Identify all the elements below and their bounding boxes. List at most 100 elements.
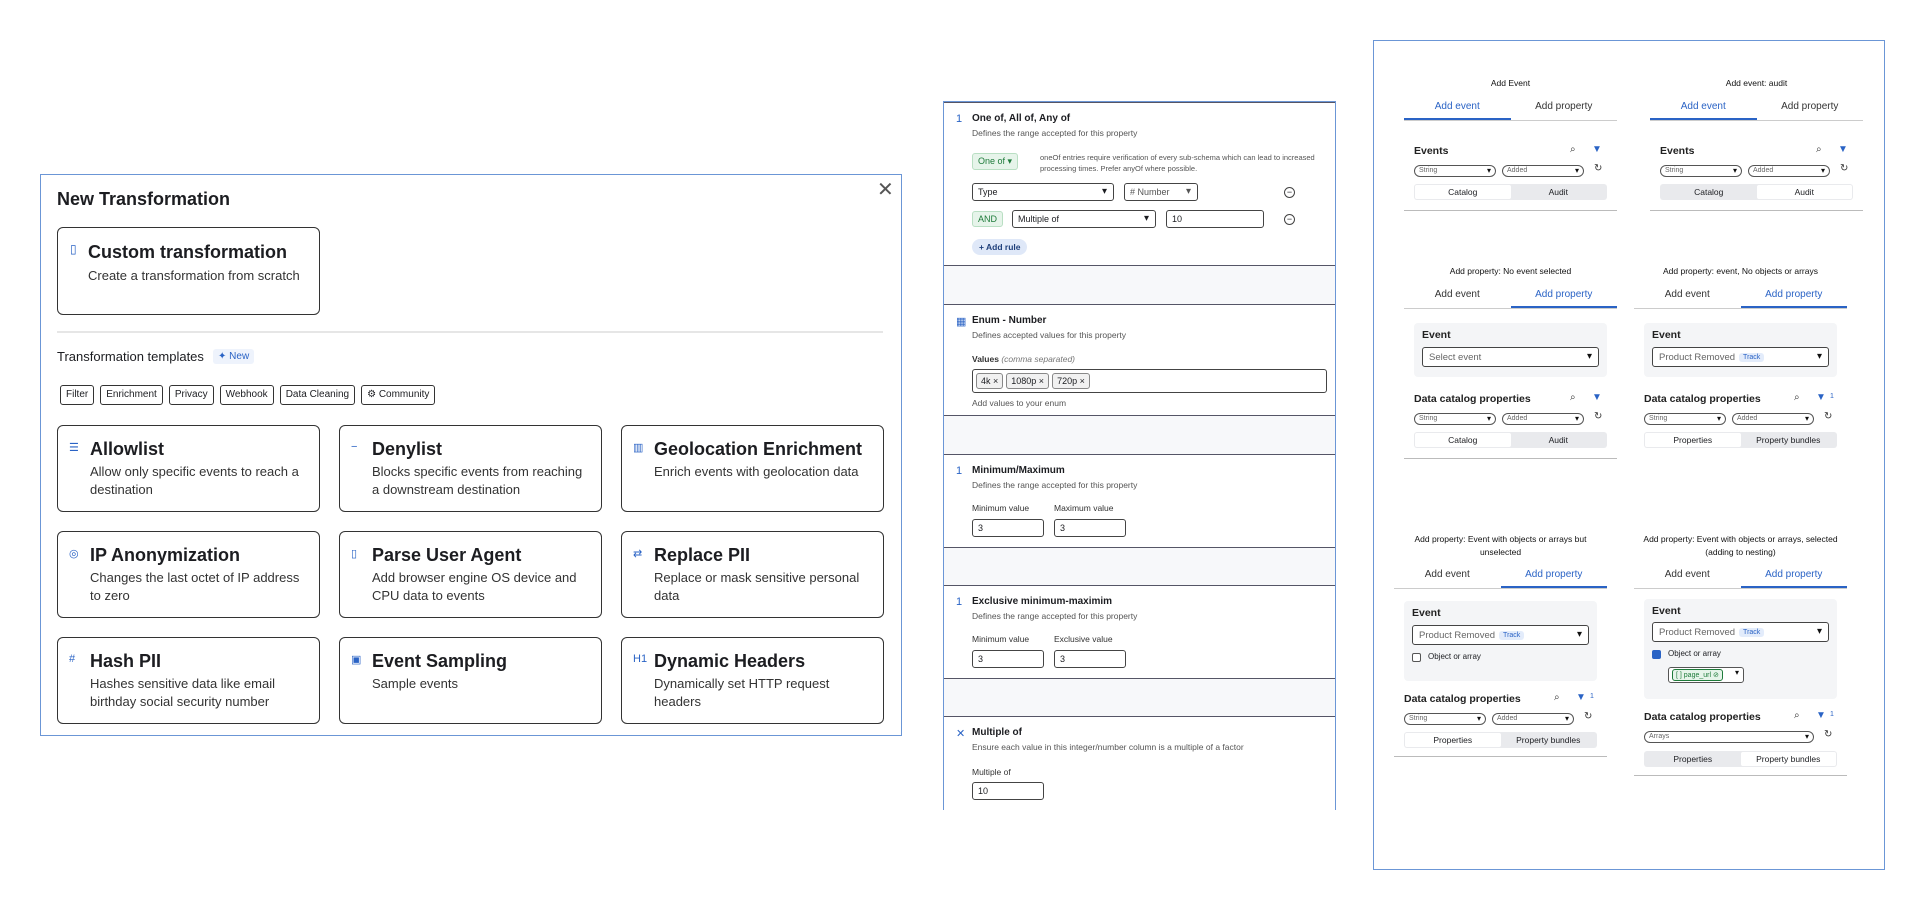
filter-icon[interactable]: ▼ <box>1816 710 1826 721</box>
enum-tag[interactable]: 720p × <box>1052 373 1090 389</box>
refresh-icon[interactable]: ↻ <box>1824 729 1833 740</box>
tab-add-event[interactable]: Add event <box>1664 569 1710 580</box>
string-select[interactable]: String <box>1404 713 1486 725</box>
chip-filter[interactable]: Filter <box>60 385 95 405</box>
seg-audit[interactable]: Audit <box>1548 435 1568 445</box>
multiple-of-select[interactable]: Multiple of <box>1012 210 1156 228</box>
filter-icon[interactable]: ▼ <box>1576 692 1586 703</box>
number-select[interactable]: # Number <box>1124 183 1198 201</box>
object-checkbox[interactable] <box>1652 650 1661 659</box>
refresh-icon[interactable]: ↻ <box>1824 411 1833 422</box>
refresh-icon[interactable]: ↻ <box>1594 411 1603 422</box>
type-select[interactable]: Type <box>972 183 1114 201</box>
added-select[interactable]: Added <box>1732 413 1814 425</box>
page-url-tag[interactable]: [ ] page_url ⊘ <box>1672 669 1723 681</box>
enum-values-input[interactable]: 4k ×1080p ×720p × <box>972 369 1327 393</box>
object-checkbox[interactable] <box>1412 653 1421 662</box>
seg-property-bundles[interactable]: Property bundles <box>1516 735 1581 745</box>
chip-community[interactable]: ⚙ Community <box>361 385 436 405</box>
added-select[interactable]: Added <box>1502 413 1584 425</box>
remove-icon[interactable]: − <box>1284 187 1295 198</box>
refresh-icon[interactable]: ↻ <box>1594 163 1603 174</box>
chip-enrichment[interactable]: Enrichment <box>100 385 163 405</box>
tab-add-event[interactable]: Add event <box>1650 95 1757 120</box>
min-input[interactable]: 3 <box>972 650 1044 668</box>
arrays-select[interactable]: Arrays <box>1644 731 1814 743</box>
chip-data-cleaning[interactable]: Data Cleaning <box>279 385 356 405</box>
chip-privacy[interactable]: Privacy <box>168 385 214 405</box>
tab-add-property[interactable]: Add property <box>1740 283 1847 308</box>
added-select[interactable]: Added <box>1748 165 1830 177</box>
string-select[interactable]: String <box>1414 413 1496 425</box>
track-badge: Track <box>1499 630 1525 640</box>
seg-properties[interactable]: Properties <box>1673 754 1713 764</box>
filter-icon[interactable]: ▼ <box>1838 144 1848 155</box>
oneof-dropdown[interactable]: One of ▾ <box>972 153 1019 170</box>
tab-add-property[interactable]: Add property <box>1500 563 1607 588</box>
string-select[interactable]: String <box>1644 413 1726 425</box>
enum-tag[interactable]: 1080p × <box>1006 373 1050 389</box>
seg-properties[interactable]: Properties <box>1405 733 1501 747</box>
added-select[interactable]: Added <box>1492 713 1574 725</box>
string-select[interactable]: String <box>1414 165 1496 177</box>
tab-add-event[interactable]: Add event <box>1404 95 1511 120</box>
rule-oneof: 1 One of, All of, Any of Defines the ran… <box>944 102 1335 266</box>
select-event-dropdown[interactable]: Select event <box>1422 347 1599 367</box>
rule-number: 1 <box>956 113 963 125</box>
caption: Add Event <box>1490 78 1531 88</box>
search-icon[interactable]: ⌕ <box>1554 692 1560 703</box>
seg-catalog[interactable]: Catalog <box>1415 433 1511 447</box>
seg-properties[interactable]: Properties <box>1645 433 1741 447</box>
filter-icon[interactable]: ▼ <box>1592 144 1602 155</box>
custom-transformation-card[interactable]: ▯ Custom transformation Create a transfo… <box>57 227 320 315</box>
seg-property-bundles[interactable]: Property bundles <box>1740 752 1836 766</box>
seg-audit[interactable]: Audit <box>1548 187 1568 197</box>
multiple-input[interactable]: 10 <box>972 782 1044 800</box>
remove-icon[interactable]: − <box>1284 214 1295 225</box>
seg-property-bundles[interactable]: Property bundles <box>1756 435 1821 445</box>
add-rule-button[interactable]: + Add rule <box>972 239 1028 255</box>
and-badge: AND <box>972 211 1004 227</box>
tab-add-event[interactable]: Add event <box>1424 569 1470 580</box>
rule-subtitle: Defines the range accepted for this prop… <box>972 480 1138 490</box>
min-input[interactable]: 3 <box>972 519 1044 537</box>
string-select[interactable]: String <box>1660 165 1742 177</box>
tab-add-event[interactable]: Add event <box>1434 289 1480 300</box>
search-icon[interactable]: ⌕ <box>1570 144 1576 155</box>
filter-icon[interactable]: ▼ <box>1592 392 1602 403</box>
close-icon[interactable]: ✕ <box>877 179 894 201</box>
tab-add-property[interactable]: Add property <box>1740 563 1847 588</box>
max-input[interactable]: 3 <box>1054 519 1126 537</box>
seg-audit[interactable]: Audit <box>1756 185 1852 199</box>
seg-catalog[interactable]: Catalog <box>1415 185 1511 199</box>
search-icon[interactable]: ⌕ <box>1794 392 1800 403</box>
added-select[interactable]: Added <box>1502 165 1584 177</box>
chip-webhook[interactable]: Webhook <box>219 385 274 405</box>
tab-add-property[interactable]: Add property <box>1781 101 1839 112</box>
max-input[interactable]: 3 <box>1054 650 1126 668</box>
search-icon[interactable]: ⌕ <box>1570 392 1576 403</box>
tab-add-property[interactable]: Add property <box>1535 101 1593 112</box>
search-icon[interactable]: ⌕ <box>1794 710 1800 721</box>
filter-icon[interactable]: ▼ <box>1816 392 1826 403</box>
multiple-of-input[interactable]: 10 <box>1166 210 1264 228</box>
tab-add-event[interactable]: Add event <box>1664 289 1710 300</box>
refresh-icon[interactable]: ↻ <box>1584 711 1593 722</box>
tab-add-property[interactable]: Add property <box>1510 283 1617 308</box>
refresh-icon[interactable]: ↻ <box>1840 163 1849 174</box>
search-icon[interactable]: ⌕ <box>1816 144 1822 155</box>
enum-tag[interactable]: 4k × <box>976 373 1004 389</box>
seg-catalog[interactable]: Catalog <box>1694 187 1724 197</box>
